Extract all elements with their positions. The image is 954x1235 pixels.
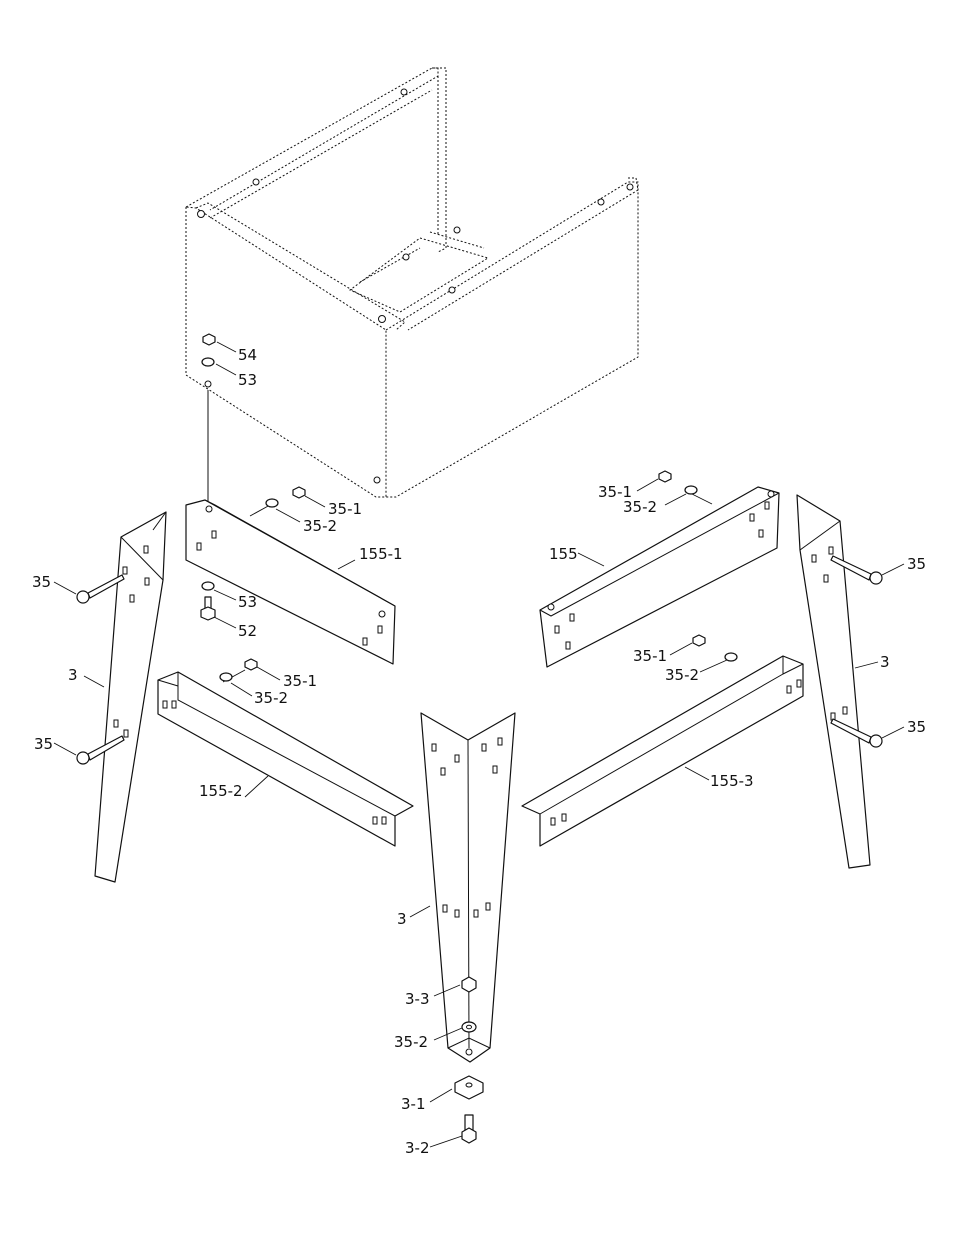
rail-155-2-fasteners <box>219 658 281 697</box>
callout-35-1-a: 35-1 <box>328 500 362 518</box>
rail-155-3-fasteners <box>669 634 738 673</box>
callout-35-2-c: 35-2 <box>254 689 288 707</box>
callout-53-top: 53 <box>238 371 257 389</box>
callout-35-2-d: 35-2 <box>665 666 699 684</box>
callout-3-1: 3-1 <box>401 1095 426 1113</box>
rail-155-3 <box>521 655 804 847</box>
leg-3-left <box>83 511 167 883</box>
callout-35-2-b: 35-2 <box>623 498 657 516</box>
callout-155: 155 <box>549 545 578 563</box>
leg-left-bolts <box>53 574 125 765</box>
rail-155-fasteners <box>636 470 698 506</box>
callout-35-2-a: 35-2 <box>303 517 337 535</box>
callout-35-left-top: 35 <box>32 573 51 591</box>
callout-35-1-c: 35-1 <box>283 672 317 690</box>
leg-3-right <box>796 494 879 869</box>
callout-3-center: 3 <box>397 910 407 928</box>
rail-155-1-lower-bolt <box>200 581 237 629</box>
callout-3-2: 3-2 <box>405 1139 430 1157</box>
callout-35-1-b: 35-1 <box>598 483 632 501</box>
callout-53-bottom: 53 <box>238 593 257 611</box>
callout-35-1-d: 35-1 <box>633 647 667 665</box>
callout-52: 52 <box>238 622 257 640</box>
callout-3-right: 3 <box>880 653 890 671</box>
leg-center-foot-parts <box>429 976 484 1148</box>
callout-35-2-e: 35-2 <box>394 1033 428 1051</box>
callout-155-3: 155-3 <box>710 772 754 790</box>
cabinet-fasteners <box>201 333 237 505</box>
rail-155 <box>539 486 780 668</box>
leg-right-bolts <box>830 555 905 748</box>
callout-155-1: 155-1 <box>359 545 403 563</box>
callout-35-right-bottom: 35 <box>907 718 926 736</box>
callout-35-right-top: 35 <box>907 555 926 573</box>
callout-3-3: 3-3 <box>405 990 430 1008</box>
rail-155-1 <box>185 499 396 665</box>
callout-35-left-bottom: 35 <box>34 735 53 753</box>
callout-54: 54 <box>238 346 257 364</box>
callout-3-left: 3 <box>68 666 78 684</box>
cabinet-base <box>185 67 639 498</box>
callout-labels: 54 53 35-1 35-2 155-1 35-1 35-2 155 35 3… <box>32 346 926 1157</box>
leg-3-center <box>409 712 516 1063</box>
callout-155-2: 155-2 <box>199 782 243 800</box>
rail-155-1-fasteners <box>265 486 326 523</box>
